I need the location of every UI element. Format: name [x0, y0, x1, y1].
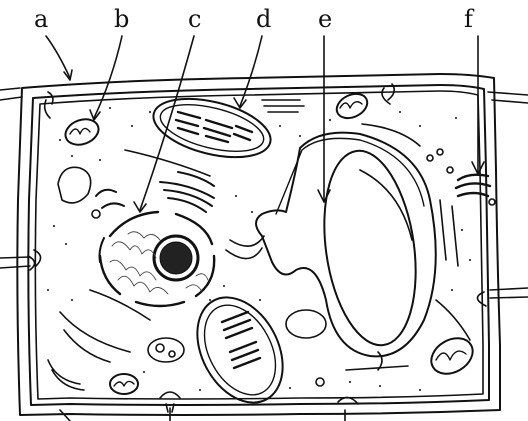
- mitochondrion-b: [62, 115, 102, 149]
- cell-wall-outer: [17, 74, 500, 415]
- mitochondrion-bottom-left: [110, 374, 138, 394]
- chloroplast-bottom: [180, 283, 300, 418]
- label-c: c: [188, 7, 201, 31]
- mitochondrion-top-right: [333, 89, 371, 122]
- label-a: a: [34, 7, 48, 31]
- vesicles: [58, 149, 443, 386]
- label-b: b: [114, 7, 129, 31]
- pointer-lines: [46, 36, 484, 212]
- cell-membrane: [35, 91, 483, 399]
- cytoplasm-granules: [47, 107, 471, 391]
- golgi-f: [447, 167, 495, 205]
- label-d: d: [256, 7, 271, 31]
- label-f: f: [464, 7, 473, 31]
- mitochondrion-bottom-right: [425, 331, 479, 381]
- golgi-center: [96, 172, 214, 212]
- nucleus-c: [100, 212, 215, 306]
- label-e: e: [318, 7, 332, 31]
- chloroplast-d: [147, 88, 276, 167]
- central-vacuole-e: [226, 133, 436, 357]
